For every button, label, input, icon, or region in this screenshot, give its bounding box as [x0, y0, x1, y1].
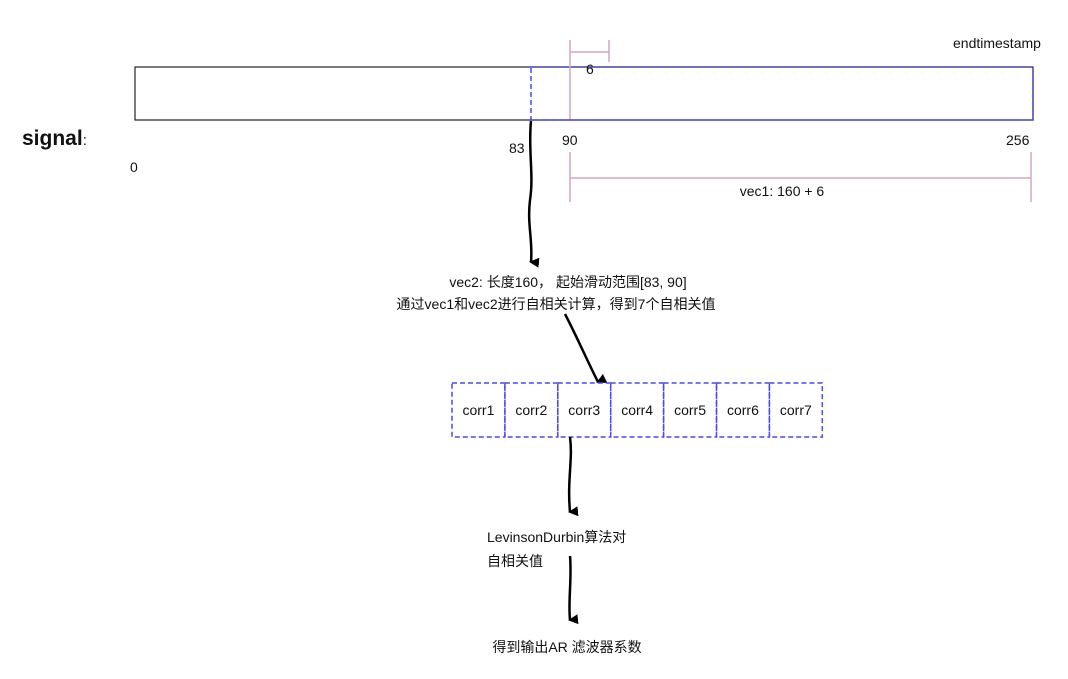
arrow-to-levinson	[567, 436, 579, 517]
signal-label: signal	[22, 127, 83, 150]
corr-label: corr2	[515, 402, 547, 418]
signal-bar	[134, 66, 1034, 121]
step1-line2: 通过vec1和vec2进行自相关计算，得到7个自相关值	[397, 296, 716, 312]
arrow-to-output	[568, 555, 579, 625]
index-83: 83	[509, 140, 525, 156]
corr-label: corr3	[568, 402, 600, 418]
step2-line1: LevinsonDurbin算法对	[487, 529, 626, 545]
arrow-to-corr	[563, 313, 608, 383]
index-0: 0	[130, 159, 138, 175]
corr-label: corr6	[727, 402, 759, 418]
signal-colon: :	[83, 132, 87, 149]
step1-line1: vec2: 长度160， 起始滑动范围[83, 90]	[449, 274, 686, 290]
corr-cell	[609, 382, 665, 438]
corr-cell	[662, 382, 718, 438]
index-90: 90	[562, 132, 578, 148]
corr-cell	[451, 382, 506, 438]
sliding-window	[530, 66, 1034, 121]
corr-cell	[557, 382, 612, 438]
step3-text: 得到输出AR 滤波器系数	[492, 639, 641, 655]
step2-line2: 自相关值	[487, 553, 543, 569]
signal-heading: signal:	[22, 127, 87, 150]
endtimestamp-label: endtimestamp	[953, 35, 1041, 51]
index-256: 256	[1006, 132, 1030, 148]
corr-row: corr1 corr2 corr3 corr4 corr5 corr6 corr7	[451, 382, 824, 438]
arrow-to-vec2	[527, 120, 540, 268]
corr-label: corr7	[780, 402, 812, 418]
corr-cell	[768, 382, 824, 438]
corr-label: corr5	[674, 402, 706, 418]
corr-cell	[715, 382, 771, 438]
offset-label: 6	[586, 61, 594, 77]
corr-cell	[504, 382, 559, 438]
vec1-label: vec1: 160 + 6	[740, 183, 825, 199]
corr-label: corr1	[462, 402, 494, 418]
corr-label: corr4	[621, 402, 653, 418]
